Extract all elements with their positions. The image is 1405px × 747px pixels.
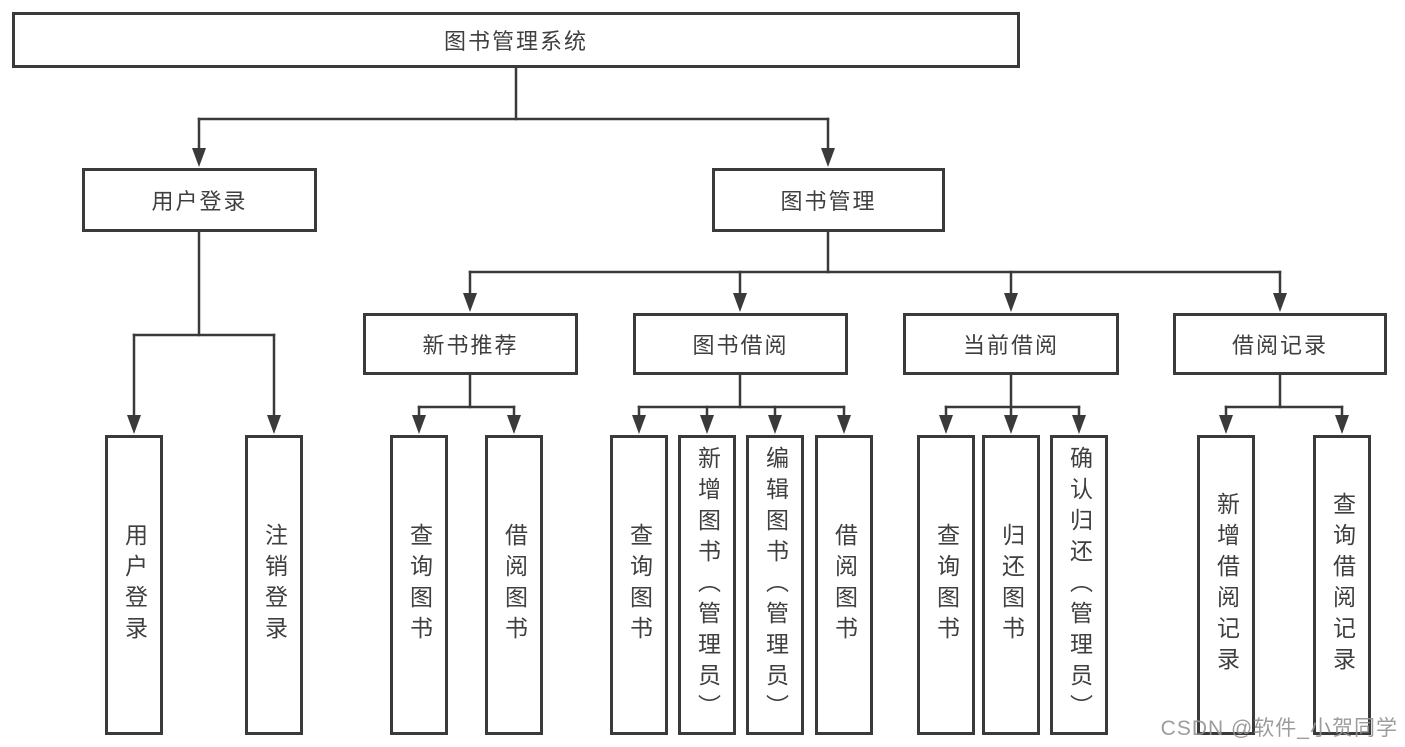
leaf-user-login-label: 用户登录 xyxy=(121,523,148,647)
node-root-label: 图书管理系统 xyxy=(443,29,588,54)
leaf-query-books-b: 查询图书 xyxy=(610,435,668,735)
leaf-add-books-label: 新增图书（管理员） xyxy=(694,445,721,725)
leaf-borrow-books-a-label: 借阅图书 xyxy=(501,523,528,647)
leaf-query-books-a-label: 查询图书 xyxy=(406,523,433,647)
node-borrow-records: 借阅记录 xyxy=(1173,313,1387,375)
node-book-mgmt-label: 图书管理 xyxy=(780,189,877,214)
leaf-add-books: 新增图书（管理员） xyxy=(678,435,736,735)
leaf-borrow-books-a: 借阅图书 xyxy=(485,435,543,735)
node-root: 图书管理系统 xyxy=(12,12,1020,68)
connector-book-mgmt-to-level3 xyxy=(463,230,1287,312)
node-book-mgmt: 图书管理 xyxy=(712,168,945,232)
node-current-borrow-label: 当前借阅 xyxy=(962,333,1059,358)
leaf-logout-label: 注销登录 xyxy=(261,523,288,647)
node-user-login: 用户登录 xyxy=(82,168,317,232)
connector-current-borrow-to-leaves xyxy=(939,373,1086,434)
connector-new-book-to-leaves xyxy=(412,373,521,434)
leaf-logout: 注销登录 xyxy=(245,435,303,735)
leaf-query-borrow-record-label: 查询借阅记录 xyxy=(1329,492,1356,678)
node-user-login-label: 用户登录 xyxy=(151,189,248,214)
connector-user-login-to-leaves xyxy=(127,230,281,434)
leaf-query-borrow-record: 查询借阅记录 xyxy=(1313,435,1371,735)
leaf-query-books-a: 查询图书 xyxy=(390,435,448,735)
node-new-book-rec-label: 新书推荐 xyxy=(422,333,519,358)
node-current-borrow: 当前借阅 xyxy=(903,313,1119,375)
leaf-user-login: 用户登录 xyxy=(105,435,163,735)
node-borrow-records-label: 借阅记录 xyxy=(1231,333,1328,358)
leaf-borrow-books-b-label: 借阅图书 xyxy=(831,523,858,647)
node-book-borrow-label: 图书借阅 xyxy=(692,333,789,358)
leaf-borrow-books-b: 借阅图书 xyxy=(815,435,873,735)
connector-borrow-records-to-leaves xyxy=(1219,373,1349,434)
leaf-add-borrow-record: 新增借阅记录 xyxy=(1197,435,1255,735)
leaf-query-books-c: 查询图书 xyxy=(917,435,975,735)
leaf-edit-books: 编辑图书（管理员） xyxy=(746,435,804,735)
leaf-edit-books-label: 编辑图书（管理员） xyxy=(762,445,789,725)
connector-root-to-level2 xyxy=(192,66,835,167)
leaf-return-books-label: 归还图书 xyxy=(998,523,1025,647)
connector-book-borrow-to-leaves xyxy=(632,373,851,434)
leaf-confirm-return: 确认归还（管理员） xyxy=(1050,435,1108,735)
leaf-add-borrow-record-label: 新增借阅记录 xyxy=(1213,492,1240,678)
watermark: CSDN @软件_小贺同学 xyxy=(1160,717,1398,740)
node-book-borrow: 图书借阅 xyxy=(633,313,848,375)
leaf-query-books-b-label: 查询图书 xyxy=(626,523,653,647)
node-new-book-rec: 新书推荐 xyxy=(363,313,578,375)
leaf-return-books: 归还图书 xyxy=(982,435,1040,735)
leaf-confirm-return-label: 确认归还（管理员） xyxy=(1066,445,1093,725)
leaf-query-books-c-label: 查询图书 xyxy=(933,523,960,647)
